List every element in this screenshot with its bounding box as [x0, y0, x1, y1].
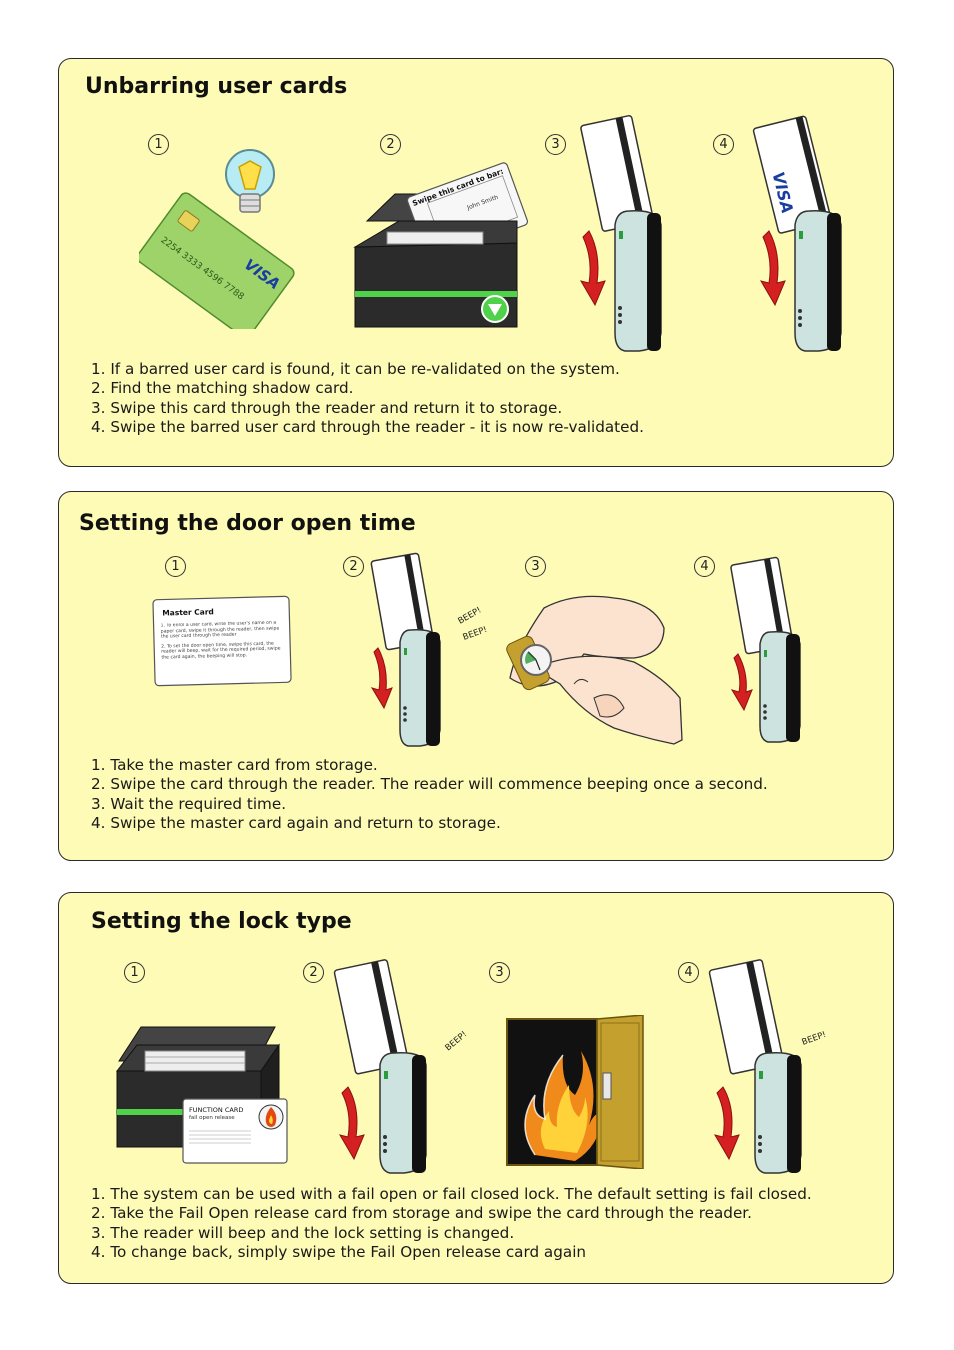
- step-number-2: 2: [343, 556, 364, 577]
- illustration-swipe-reader-beep-a: BEEP!: [333, 959, 470, 1174]
- section-lock-type: Setting the lock type 1 2 3 4 FUNCTION C…: [58, 892, 894, 1284]
- section-title: Setting the door open time: [79, 511, 416, 536]
- swipe-down-arrow-icon: [370, 647, 393, 710]
- swipe-down-arrow-icon: [338, 1086, 365, 1161]
- illustration-master-card: Master Card 1. To enrol a user card, wri…: [152, 595, 292, 687]
- master-card-line-2: 2. To set the door open time, swipe this…: [161, 641, 281, 661]
- steps-list: 1. Take the master card from storage. 2.…: [91, 756, 768, 834]
- section-door-open-time: Setting the door open time 1 2 3 4 Maste…: [58, 491, 894, 861]
- step-text: 4. Swipe the master card again and retur…: [91, 814, 501, 833]
- section-unbarring: Unbarring user cards 1 2 3 4 2254 3333 4…: [58, 58, 894, 467]
- illustration-fire-door: [506, 1015, 644, 1169]
- illustration-swipe-reader-3: [579, 114, 662, 352]
- swipe-down-arrow-icon: [713, 1086, 740, 1161]
- step-text: 2. Swipe the card through the reader. Th…: [91, 775, 768, 794]
- illustration-swipe-reader-4b: [730, 556, 801, 743]
- illustration-swipe-reader-beep-b: BEEP!: [708, 959, 828, 1174]
- flame-icon: [258, 1104, 284, 1130]
- step-number-3: 3: [545, 134, 566, 155]
- master-card-title: Master Card: [162, 607, 214, 617]
- swipe-down-arrow-icon: [730, 653, 753, 712]
- swipe-down-arrow-icon: [759, 230, 786, 307]
- step-number-3: 3: [489, 962, 510, 983]
- step-text: 3. Wait the required time.: [91, 794, 287, 813]
- illustration-function-card-box: FUNCTION CARD fail open release: [115, 1026, 288, 1164]
- illustration-card-storage-box: Swipe this card to bar: John Smith: [353, 162, 529, 328]
- step-number-4: 4: [713, 134, 734, 155]
- beep-text: BEEP!: [444, 1029, 470, 1053]
- step-number-2: 2: [303, 962, 324, 983]
- illustration-wrist-watch: [506, 595, 683, 745]
- step-number-3: 3: [525, 556, 546, 577]
- step-text: 4. Swipe the barred user card through th…: [91, 418, 644, 437]
- step-text: 3. Swipe this card through the reader an…: [91, 398, 563, 417]
- steps-list: 1. If a barred user card is found, it ca…: [91, 360, 644, 438]
- step-number-1: 1: [124, 962, 145, 983]
- function-card-title: FUNCTION CARD: [189, 1106, 243, 1114]
- steps-list: 1. The system can be used with a fail op…: [91, 1185, 812, 1263]
- step-number-1: 1: [148, 134, 169, 155]
- step-number-4: 4: [694, 556, 715, 577]
- illustration-swipe-reader-4: VISA: [752, 115, 842, 352]
- step-number-4: 4: [678, 962, 699, 983]
- step-number-2: 2: [380, 134, 401, 155]
- step-text: 2. Take the Fail Open release card from …: [91, 1204, 752, 1223]
- beep-text: BEEP!: [801, 1030, 828, 1048]
- step-text: 1. Take the master card from storage.: [91, 756, 378, 774]
- step-text: 1. If a barred user card is found, it ca…: [91, 360, 620, 378]
- swipe-down-arrow-icon: [579, 230, 606, 307]
- function-card-subtitle: fail open release: [189, 1115, 235, 1121]
- beep-text-1: BEEP!: [457, 605, 484, 626]
- section-title: Unbarring user cards: [85, 74, 348, 99]
- beep-text-2: BEEP!: [462, 625, 489, 643]
- illustration-swipe-reader-beep: BEEP! BEEP!: [370, 552, 489, 747]
- step-text: 2. Find the matching shadow card.: [91, 379, 354, 398]
- green-visa-card: 2254 3333 4596 7788 VISA: [139, 192, 295, 329]
- step-text: 1. The system can be used with a fail op…: [91, 1185, 812, 1203]
- lightbulb-icon: [225, 149, 275, 213]
- step-text: 4. To change back, simply swipe the Fail…: [91, 1243, 587, 1262]
- illustration-user-card-bulb: 2254 3333 4596 7788 VISA: [139, 149, 295, 329]
- step-number-1: 1: [165, 556, 186, 577]
- section-title: Setting the lock type: [91, 909, 352, 934]
- step-text: 3. The reader will beep and the lock set…: [91, 1223, 515, 1242]
